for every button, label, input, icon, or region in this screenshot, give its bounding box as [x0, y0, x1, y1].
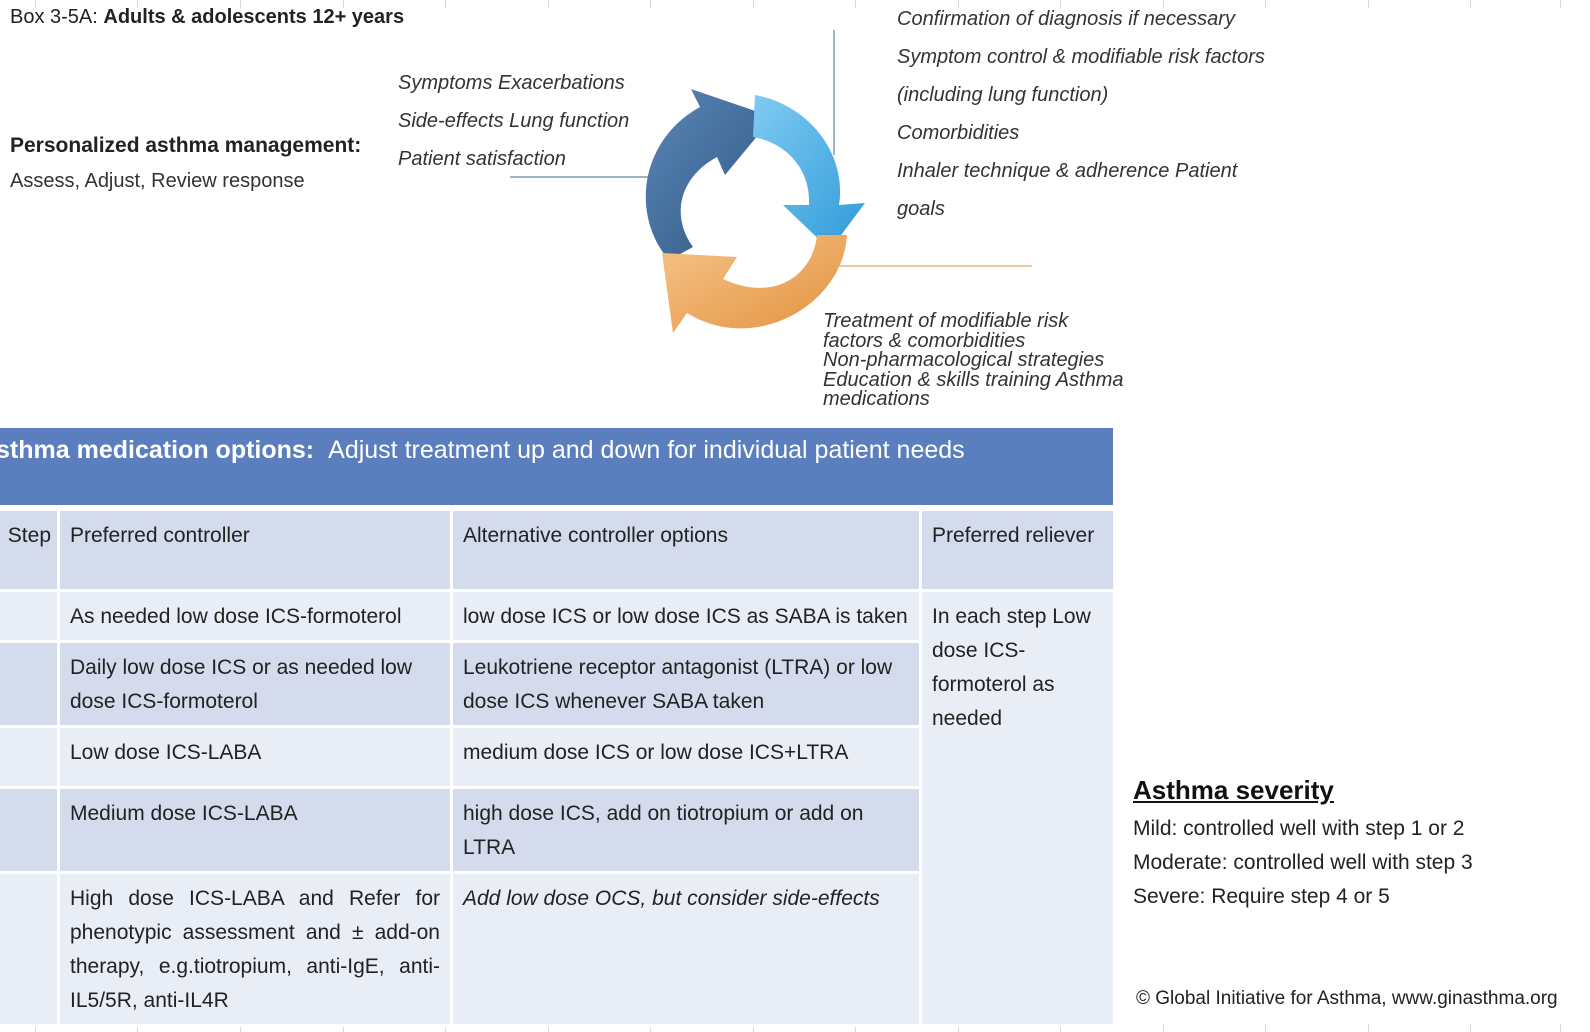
severity-item: Mild: controlled well with step 1 or 2	[1133, 817, 1465, 840]
review-item: medications	[823, 388, 930, 410]
table-row: As needed low dose ICS-formoterol low do…	[0, 589, 1116, 1027]
header-step: Step	[0, 508, 60, 592]
grid-tick	[855, 1024, 856, 1032]
step-cell	[0, 725, 60, 789]
alternative-controller-cell: high dose ICS, add on tiotropium or add …	[450, 786, 922, 874]
grid-tick	[1368, 0, 1369, 8]
grid-tick	[35, 1024, 36, 1032]
adjust-item: Confirmation of diagnosis if necessary	[897, 8, 1235, 30]
grid-tick	[35, 0, 36, 8]
grid-tick	[958, 0, 959, 8]
preferred-controller-cell: Low dose ICS-LABA	[57, 725, 453, 789]
adjust-item: Comorbidities	[897, 122, 1020, 144]
grid-tick	[1060, 1024, 1061, 1032]
grid-tick	[753, 0, 754, 8]
grid-tick	[1560, 1024, 1561, 1032]
cycle-arrows-diagram	[645, 89, 865, 333]
step-cell	[0, 589, 60, 643]
adjust-connector-line	[833, 30, 835, 155]
alternative-controller-cell: medium dose ICS or low dose ICS+LTRA	[450, 725, 922, 789]
grid-tick	[855, 0, 856, 8]
preferred-controller-cell: As needed low dose ICS-formoterol	[57, 589, 453, 643]
medication-options-heading: Asthma medication options: Adjust treatme…	[0, 436, 1113, 465]
header-preferred-reliever: Preferred reliever	[919, 508, 1116, 592]
review-item: Education & skills training Asthma	[823, 368, 1124, 391]
severity-list: Mild: controlled well with step 1 or 2 M…	[1133, 812, 1473, 914]
grid-tick	[1163, 0, 1164, 8]
medication-table: Step Preferred controller Alternative co…	[0, 508, 1116, 1027]
assess-list: Symptoms Exacerbations Side-effects Lung…	[398, 64, 629, 178]
step-cell	[0, 871, 60, 1027]
grid-tick	[137, 1024, 138, 1032]
box-title-prefix: Box 3-5A:	[10, 6, 98, 28]
preferred-controller-cell: High dose ICS-LABA and Refer for phenoty…	[57, 871, 453, 1027]
assess-connector-line	[510, 176, 650, 178]
table-row: High dose ICS-LABA and Refer for phenoty…	[0, 871, 1115, 1027]
grid-tick	[1560, 0, 1561, 8]
review-item: factors & comorbidities	[823, 329, 1026, 352]
grid-tick	[1060, 0, 1061, 8]
grid-tick	[343, 1024, 344, 1032]
cycle-arrow-dark-blue	[645, 89, 773, 260]
grid-tick	[445, 1024, 446, 1032]
grid-tick	[240, 1024, 241, 1032]
alternative-controller-cell: Leukotriene receptor antagonist (LTRA) o…	[450, 640, 922, 728]
cycle-arrow-light-blue	[753, 95, 865, 250]
grid-tick	[1163, 1024, 1164, 1032]
management-subtitle: Assess, Adjust, Review response	[10, 170, 305, 192]
box-title: Box 3-5A: Adults & adolescents 12+ years	[10, 6, 404, 29]
banner-label: Asthma medication options:	[0, 436, 315, 464]
severity-item: Severe: Require step 4 or 5	[1133, 885, 1390, 908]
grid-tick	[650, 1024, 651, 1032]
grid-tick	[343, 0, 344, 8]
assess-item: Symptoms Exacerbations	[398, 72, 625, 94]
review-item: Treatment of modifiable risk	[823, 310, 1069, 332]
table-header-row: Step Preferred controller Alternative co…	[0, 508, 1116, 592]
header-preferred-controller: Preferred controller	[57, 508, 453, 592]
preferred-controller-cell: Medium dose ICS-LABA	[57, 786, 453, 874]
grid-tick	[753, 1024, 754, 1032]
grid-tick	[137, 0, 138, 8]
banner-description: Adjust treatment up and down for individ…	[328, 436, 965, 464]
assess-item: Patient satisfaction	[398, 148, 566, 170]
grid-tick	[1368, 1024, 1369, 1032]
preferred-controller-cell: Daily low dose ICS or as needed low dose…	[57, 640, 453, 728]
grid-tick	[548, 1024, 549, 1032]
review-list: Treatment of modifiable risk factors & c…	[823, 310, 1124, 410]
adjust-item: Inhaler technique & adherence Patient	[897, 160, 1238, 182]
grid-tick	[240, 0, 241, 8]
review-item: Non-pharmacological strategies	[823, 349, 1105, 371]
step-cell	[0, 786, 60, 874]
adjust-item: Symptom control & modifiable risk factor…	[897, 46, 1265, 68]
alternative-controller-cell: low dose ICS or low dose ICS as SABA is …	[450, 589, 922, 643]
severity-item: Moderate: controlled well with step 3	[1133, 851, 1473, 874]
alternative-controller-cell: Add low dose OCS, but consider side-effe…	[450, 871, 922, 1027]
grid-tick	[548, 0, 549, 8]
assess-item: Side-effects Lung function	[398, 110, 630, 132]
severity-title: Asthma severity	[1133, 775, 1334, 805]
grid-tick	[1470, 0, 1471, 8]
grid-tick	[958, 1024, 959, 1032]
adjust-list: Confirmation of diagnosis if necessary S…	[897, 0, 1265, 228]
box-title-main: Adults & adolescents 12+ years	[103, 6, 405, 28]
step-cell	[0, 640, 60, 728]
table-row: Low dose ICS-LABA medium dose ICS or low…	[0, 725, 1115, 789]
table-row: Medium dose ICS-LABA high dose ICS, add …	[0, 786, 1115, 874]
grid-tick	[1265, 1024, 1266, 1032]
copyright-notice: © Global Initiative for Asthma, www.gina…	[1136, 988, 1558, 1009]
table-row: Daily low dose ICS or as needed low dose…	[0, 640, 1115, 728]
header-alternative-controller: Alternative controller options	[450, 508, 922, 592]
adjust-item: goals	[897, 198, 945, 220]
review-connector-line	[835, 265, 1032, 267]
grid-tick	[650, 0, 651, 8]
grid-tick	[445, 0, 446, 8]
adjust-item: (including lung function)	[897, 84, 1109, 106]
grid-tick	[1265, 0, 1266, 8]
cycle-arrow-orange	[662, 235, 847, 333]
management-title: Personalized asthma management:	[10, 134, 362, 157]
reliever-cell: In each step Low dose ICS-formoterol as …	[919, 589, 1116, 1027]
grid-tick	[1470, 1024, 1471, 1032]
medication-options-banner	[0, 428, 1113, 505]
